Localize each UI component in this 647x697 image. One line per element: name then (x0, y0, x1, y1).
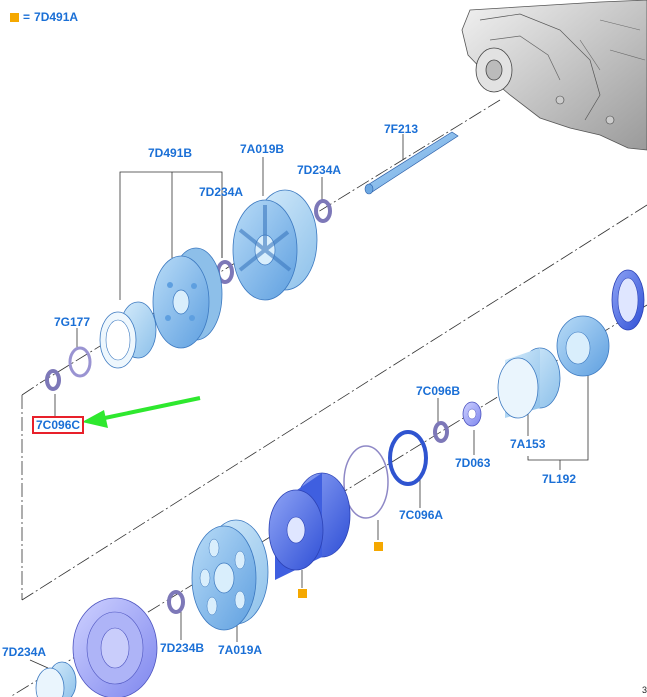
legend-marker-icon (10, 12, 19, 22)
transmission-housing (461, 0, 647, 151)
legend: = 7D491A (10, 10, 78, 24)
washer-7D234A-upper (314, 199, 332, 223)
ring-gear-large (72, 597, 158, 697)
green-arrow (82, 396, 201, 428)
label-7D234A-3: 7D234A (2, 645, 47, 659)
marker-7D491A-1 (374, 542, 383, 551)
label-7D234B: 7D234B (160, 641, 205, 655)
leader-lines (29, 134, 589, 669)
planet-carrier-7A019A (191, 519, 269, 631)
label-7A019A: 7A019A (218, 643, 263, 657)
legend-equals: = (23, 10, 31, 24)
bearing-7D063 (462, 401, 482, 427)
seal-ring (343, 445, 389, 519)
label-7C096A: 7C096A (399, 508, 444, 522)
label-7D063: 7D063 (455, 456, 491, 470)
label-7C096B: 7C096B (416, 384, 461, 398)
washer-7G177-small (68, 346, 92, 378)
ring-7G177 (99, 301, 157, 369)
clutch-ring-7L192-outer (611, 269, 645, 331)
legend-code: 7D491A (34, 10, 79, 24)
sun-gear-7D491B (152, 247, 223, 349)
sprag-7L192 (556, 315, 610, 377)
planet-carrier-7A019B (232, 189, 318, 301)
label-7D234A-1: 7D234A (199, 185, 244, 199)
ring-7D234A-lower (35, 661, 77, 697)
label-7A153: 7A153 (510, 437, 546, 451)
label-7D491B: 7D491B (148, 146, 193, 160)
ring-7C096A (388, 430, 428, 486)
corner-text: 3 (641, 685, 647, 695)
label-7D234A-2: 7D234A (297, 163, 342, 177)
label-7A019B: 7A019B (240, 142, 285, 156)
washer-7C096B (433, 421, 449, 443)
drum-7A153 (497, 347, 561, 419)
shaft-7F213 (364, 131, 459, 195)
washer-7D234B (167, 590, 185, 614)
marker-7D491A-2 (298, 589, 307, 598)
clutch-hub-lower (268, 472, 351, 580)
label-7G177: 7G177 (54, 315, 91, 329)
washer-7C096C (45, 369, 61, 391)
label-7C096C-highlighted: 7C096C (32, 416, 85, 434)
label-7L192: 7L192 (542, 472, 577, 486)
label-7F213: 7F213 (384, 122, 419, 136)
